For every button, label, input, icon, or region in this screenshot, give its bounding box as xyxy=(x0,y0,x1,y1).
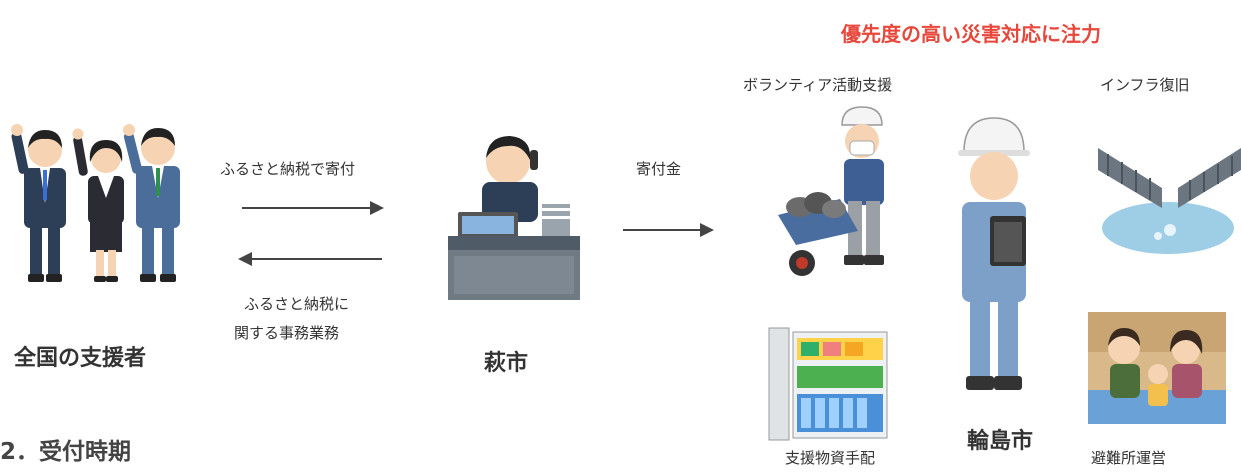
wajima-worker-illustration xyxy=(958,117,1030,390)
node-label-hagi: 萩市 xyxy=(484,351,529,376)
activity-label-supplies: 支援物資手配 xyxy=(785,449,876,467)
node-label-supporters: 全国の支援者 xyxy=(14,346,147,371)
priority-heading: 優先度の高い災害対応に注力 xyxy=(841,22,1101,46)
flow-label-admin-line1: ふるさと納税に xyxy=(244,295,350,313)
node-label-wajima: 輪島市 xyxy=(967,429,1034,454)
flow-label-funds: 寄付金 xyxy=(636,160,682,178)
flow-label-donation: ふるさと納税で寄付 xyxy=(220,160,356,178)
arrow-admin xyxy=(238,252,382,266)
activity-label-shelter: 避難所運営 xyxy=(1091,449,1167,467)
supporters-illustration xyxy=(11,124,180,282)
infrastructure-illustration xyxy=(1098,148,1241,254)
shelter-illustration xyxy=(1088,312,1226,424)
activity-label-infrastructure: インフラ復旧 xyxy=(1100,76,1190,94)
arrow-funds xyxy=(623,223,714,237)
activity-label-volunteer: ボランティア活動支援 xyxy=(743,76,893,94)
supporter-person-1 xyxy=(11,124,66,282)
arrow-donation xyxy=(242,201,384,215)
supplies-illustration xyxy=(768,327,888,441)
supporter-person-3 xyxy=(123,124,180,282)
supporter-person-2 xyxy=(72,128,124,282)
flow-label-admin-line2: 関する事務業務 xyxy=(234,324,340,342)
volunteer-illustration xyxy=(778,106,884,276)
hagi-office-illustration xyxy=(448,136,580,300)
section-heading: 2．受付時期 xyxy=(0,439,132,465)
